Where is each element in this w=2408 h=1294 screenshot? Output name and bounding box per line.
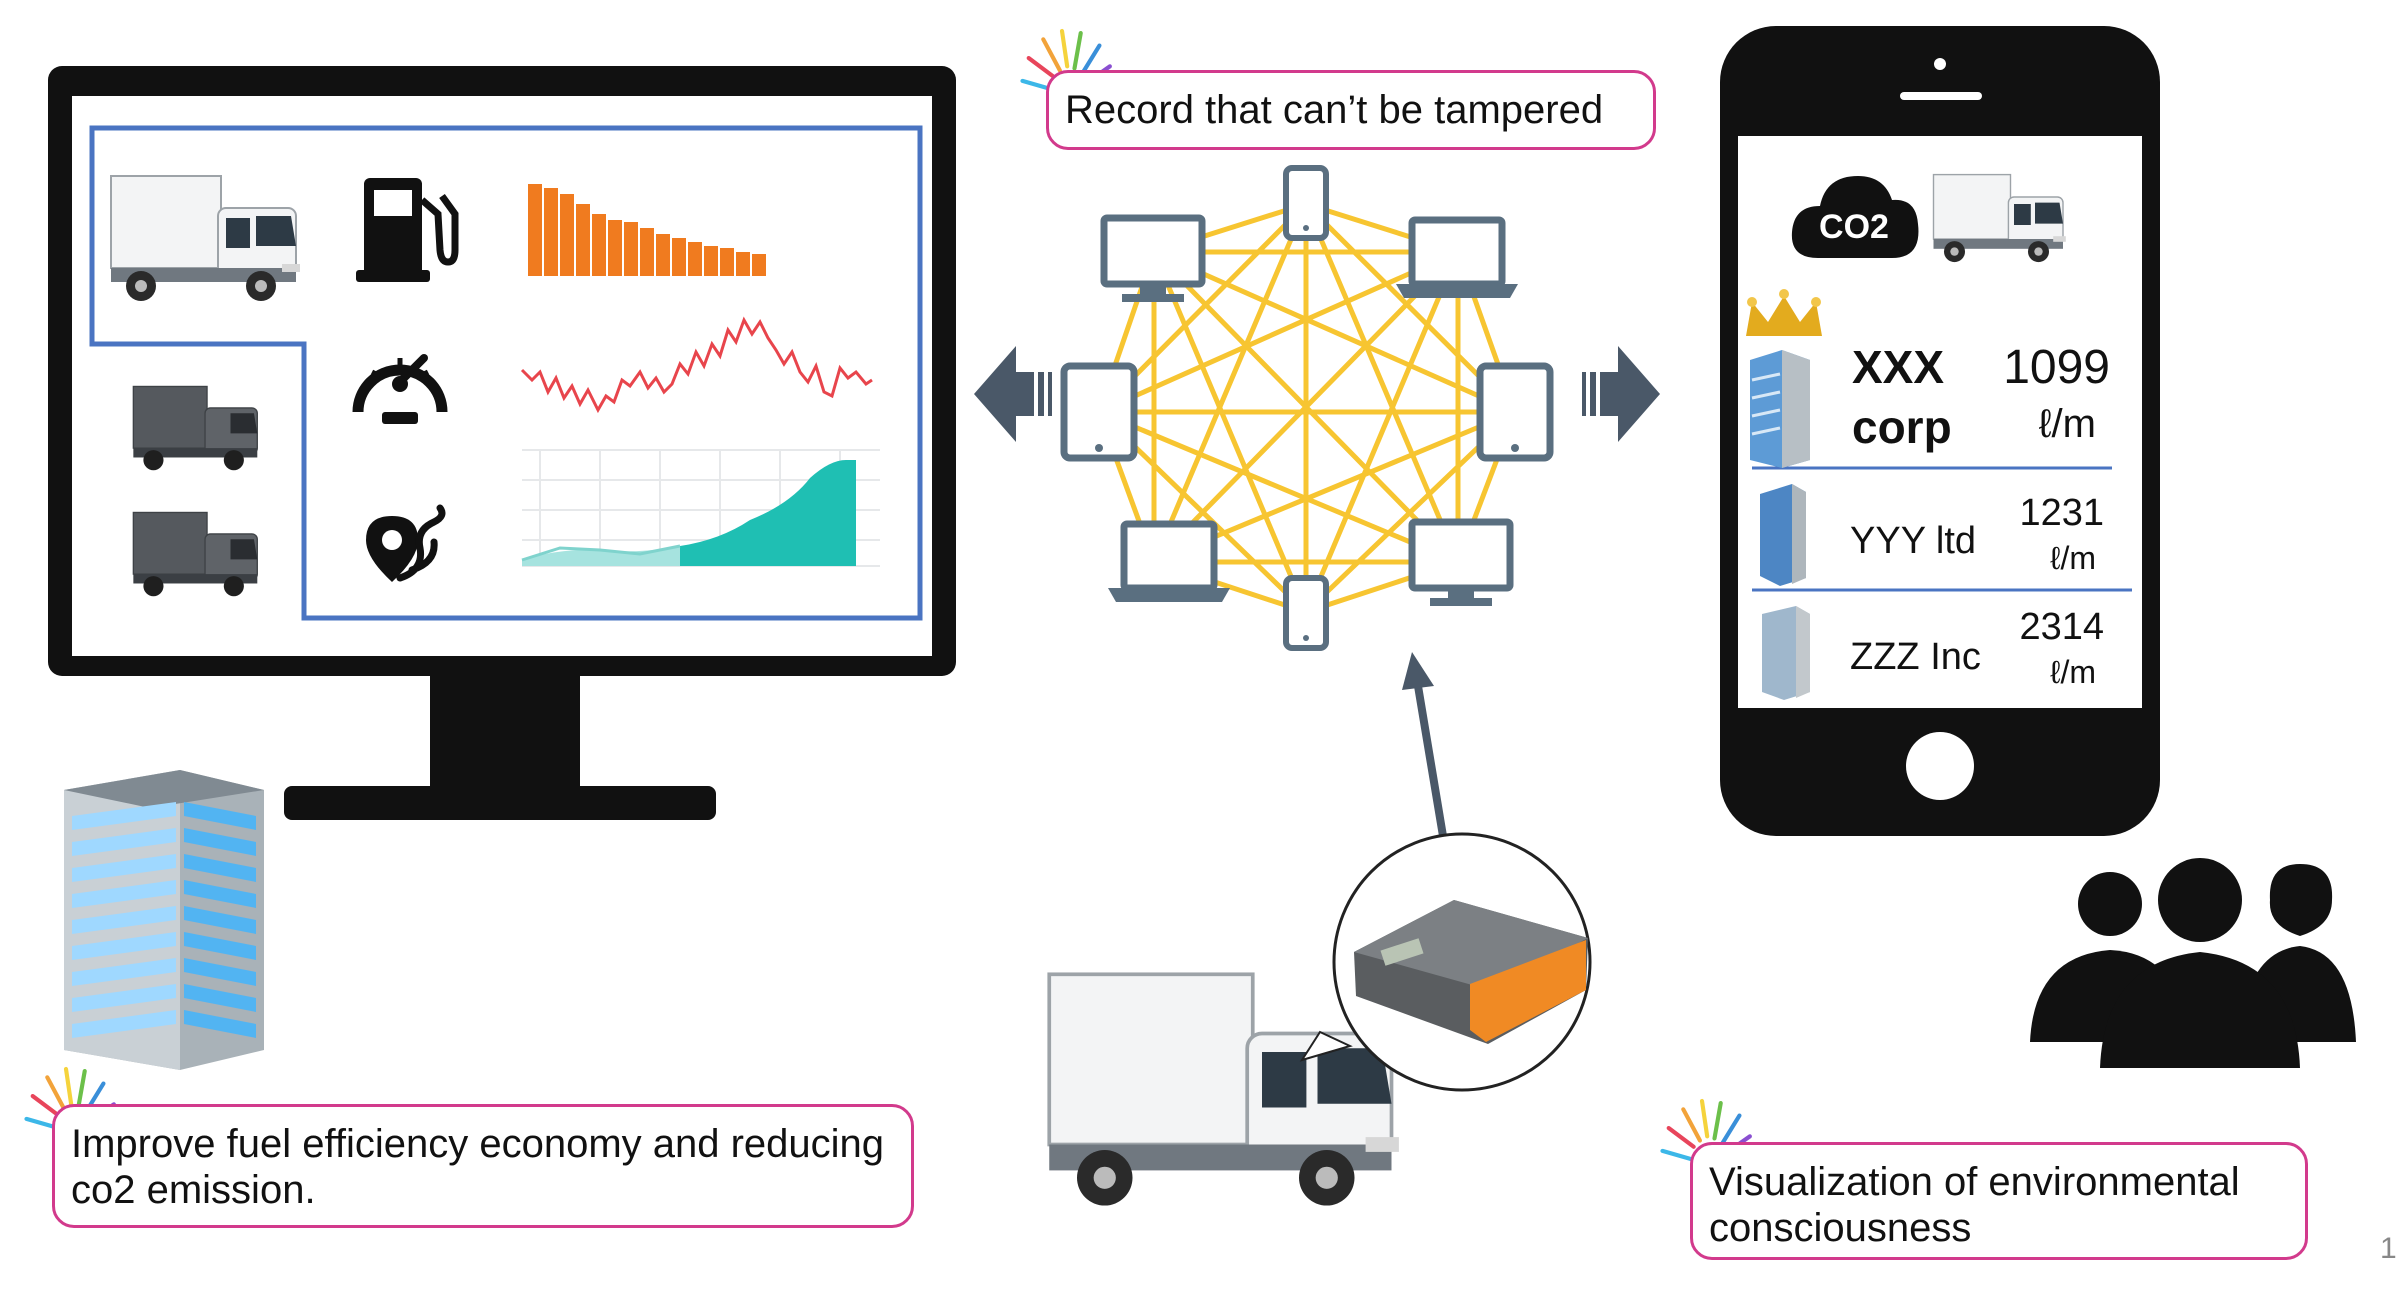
cloud-icon [1791,176,1919,258]
rank1-name-line2: corp [1852,401,1952,453]
tachograph-device-icon [1299,832,1592,1092]
bar-chart-icon [528,184,766,276]
co2-badge: CO2 [1819,208,1889,246]
window-stripe [72,958,176,986]
bar-mark [528,184,542,276]
bar-mark [640,228,654,276]
callout-record: Record that can’t be tampered [1046,70,1656,150]
page-number: 1 [2380,1232,2397,1265]
people-icon [2030,858,2356,1068]
network-link [1151,251,1309,613]
route-pin-icon [366,504,446,582]
bar-mark [544,188,558,276]
window-stripe [184,1010,256,1038]
tablet-icon [1476,362,1554,462]
bar-mark [624,222,638,276]
desktop-icon [1408,518,1514,606]
bar-mark [592,214,606,276]
laptop-icon [1108,520,1230,602]
building-icon [64,770,264,1070]
window-stripe [72,906,176,934]
rank1-unit: ℓ/m [2038,402,2096,446]
callout-improve-text: Improve fuel efficiency economy and redu… [71,1122,885,1212]
rank2-unit: ℓ/m [2050,540,2096,576]
window-stripe [184,984,256,1012]
rank3-name: ZZZ Inc [1850,636,1981,678]
network-link [1097,249,1460,415]
bar-mark [720,248,734,276]
rank2-value: 1231 [2019,492,2104,534]
bar-mark [704,246,718,276]
bar-mark [752,254,766,276]
area-chart-icon [521,449,880,567]
callout-visualization: Visualization of environmental conscious… [1690,1142,2308,1260]
bar-mark [576,204,590,276]
callout-improve: Improve fuel efficiency economy and redu… [52,1104,914,1228]
bar-mark [608,220,622,276]
window-stripe [72,854,176,882]
arrow-icon [1402,652,1448,843]
arrow-icon [974,346,1052,442]
window-stripe [184,932,256,960]
window-stripe [72,880,176,908]
bar-mark [656,234,670,276]
smartphone-icon [1283,165,1329,241]
speedometer-icon [352,354,448,424]
building-icon [1750,350,1810,468]
network-link [1152,250,1460,564]
bar-mark [672,238,686,276]
bar-mark [688,242,702,276]
desktop-icon [1100,214,1206,302]
window-stripe [72,802,176,830]
laptop-icon [1396,216,1518,298]
network-link [1151,203,1309,563]
network-link [1152,249,1517,415]
network-link [1098,409,1459,565]
window-stripe [184,854,256,882]
rank1-name-line1: XXX [1852,341,1945,393]
callout-visualization-text: Visualization of environmental conscious… [1709,1160,2240,1250]
rank2-name: YYY ltd [1850,520,1977,562]
bar-mark [736,252,750,276]
network-link [1303,203,1461,563]
line-chart-icon [520,316,873,414]
network-devices [1060,165,1554,651]
callout-record-text: Record that can’t be tampered [1065,88,1604,132]
crown-icon [1746,296,1822,336]
window-stripe [184,958,256,986]
rank3-value: 2314 [2019,606,2104,648]
window-stripe [72,932,176,960]
smartphone-icon [1283,575,1329,651]
window-stripe [72,1010,176,1038]
window-stripe [184,828,256,856]
network-link [1303,251,1461,613]
window-stripe [184,880,256,908]
building-icon [1760,484,1806,586]
building-icon [1762,606,1810,700]
rank3-unit: ℓ/m [2050,654,2096,690]
tablet-icon [1060,362,1138,462]
bar-mark [560,194,574,276]
rank1-value: 1099 [2003,341,2110,394]
window-stripe [72,828,176,856]
window-stripe [184,802,256,830]
arrow-icon [1582,346,1660,442]
fuel-pump-icon [356,178,459,282]
window-stripe [184,906,256,934]
window-stripe [72,984,176,1012]
